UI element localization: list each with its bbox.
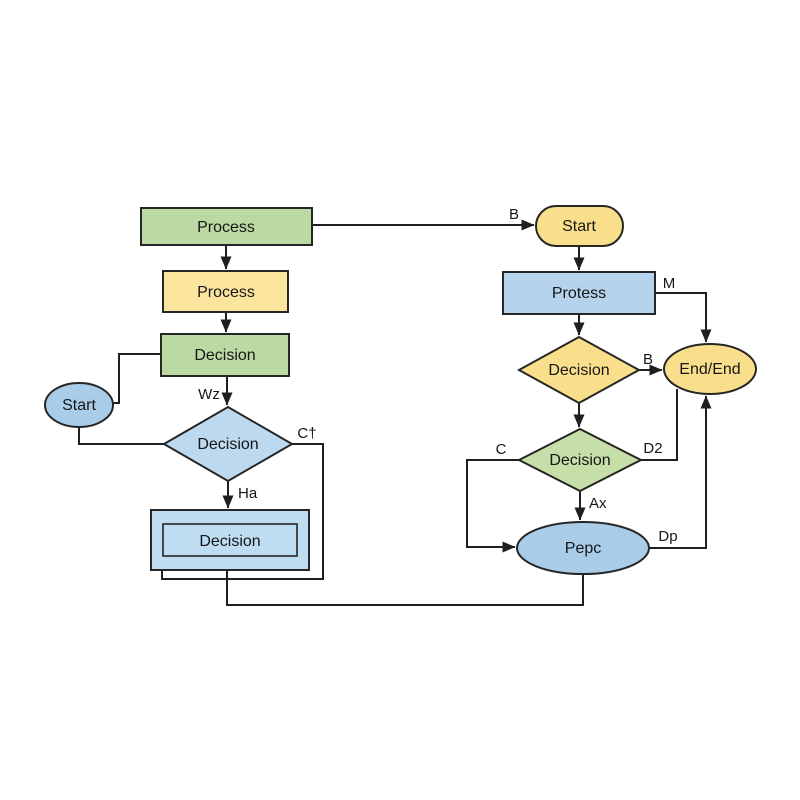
edge-labels: B M B D2 C Ax Dp Wz C† Ha [198, 206, 677, 545]
edge-label-d2: D2 [643, 440, 662, 457]
node-decision-diamond-left[interactable]: Decision [162, 405, 294, 483]
decision-diamond-green-label: Decision [549, 452, 610, 469]
node-pepc[interactable]: Pepc [516, 521, 650, 575]
node-decision-diamond-yellow[interactable]: Decision [516, 335, 642, 405]
edge-start-left-to-diamond-left [78, 427, 164, 445]
pepc-label: Pepc [565, 540, 601, 557]
start-right-label: Start [562, 218, 596, 235]
decision-predefined-label: Decision [199, 533, 260, 550]
edge-label-ax: Ax [589, 495, 607, 512]
node-process-mid[interactable]: Process [162, 270, 289, 313]
protess-shape[interactable] [502, 271, 656, 315]
edge-pepc-to-end [649, 395, 712, 549]
end-terminal-shape[interactable] [663, 343, 757, 395]
node-start-left[interactable]: Start [44, 382, 114, 428]
node-decision-diamond-green[interactable]: Decision [516, 427, 644, 493]
edge-label-b-top: B [509, 206, 519, 223]
decision-diamond-left-shape[interactable] [162, 405, 294, 483]
decision-diamond-yellow-shape[interactable] [516, 335, 642, 405]
process-mid-shape[interactable] [162, 270, 289, 313]
edge-diamond-green-to-end [641, 389, 678, 461]
pepc-shape[interactable] [516, 521, 650, 575]
edge-label-ct: C† [297, 425, 316, 442]
edge-decision-rect-to-start-left [113, 353, 161, 404]
node-process-top[interactable]: Process [140, 207, 313, 246]
edge-label-b-mid: B [643, 351, 653, 368]
edge-label-c: C [496, 441, 507, 458]
edge-label-m: M [663, 275, 676, 292]
edge-label-ha: Ha [238, 485, 258, 502]
node-end-terminal[interactable]: End/End [663, 343, 757, 395]
process-top-shape[interactable] [140, 207, 313, 246]
process-top-label: Process [197, 219, 255, 236]
start-left-label: Start [62, 397, 96, 414]
edge-pepc-to-predefined [226, 570, 584, 606]
decision-rect-label: Decision [194, 347, 255, 364]
decision-rect-shape[interactable] [160, 333, 290, 377]
edges [78, 219, 712, 606]
protess-label: Protess [552, 285, 606, 302]
edge-protess-to-end [655, 292, 712, 343]
edge-diamond-left-to-predefined-loop [161, 443, 324, 580]
decision-diamond-green-shape[interactable] [516, 427, 644, 493]
start-left-shape[interactable] [44, 382, 114, 428]
start-right-shape[interactable] [535, 205, 624, 247]
node-protess[interactable]: Protess [502, 271, 656, 315]
end-terminal-label: End/End [679, 361, 740, 378]
decision-diamond-left-label: Decision [197, 436, 258, 453]
node-decision-rect[interactable]: Decision [160, 333, 290, 377]
edge-diamond-green-to-pepc-left [466, 459, 519, 553]
edge-label-dp: Dp [658, 528, 677, 545]
decision-diamond-yellow-label: Decision [548, 362, 609, 379]
node-start-right[interactable]: Start [535, 205, 624, 247]
nodes: Process Process Decision Start Decision … [44, 205, 757, 575]
node-decision-predefined[interactable]: Decision [150, 509, 310, 571]
process-mid-label: Process [197, 284, 255, 301]
edge-label-wz: Wz [198, 386, 220, 403]
decision-predefined-inner-shape [162, 523, 298, 557]
